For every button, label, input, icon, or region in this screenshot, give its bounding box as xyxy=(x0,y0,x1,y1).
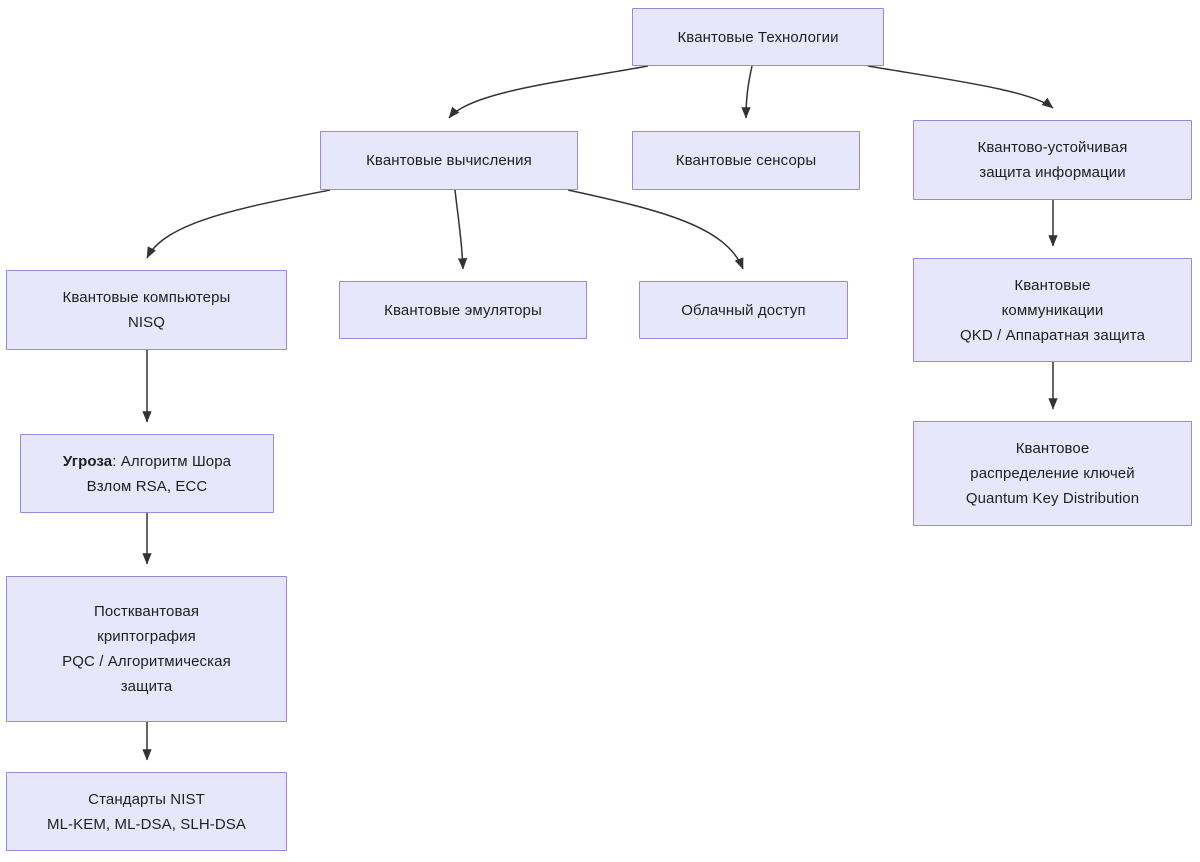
edge-root-to-computing xyxy=(448,65,649,119)
node-post-quantum-cryptography[interactable]: Постквантовая криптография PQC / Алгорит… xyxy=(6,576,287,722)
node-label: Квантовые коммуникации QKD / Аппаратная … xyxy=(959,276,1146,344)
node-quantum-key-distribution[interactable]: Квантовое распределение ключей Quantum K… xyxy=(913,421,1192,526)
node-label: Квантовые вычисления xyxy=(366,152,532,169)
node-label: Постквантовая криптография PQC / Алгорит… xyxy=(62,603,231,695)
node-label: Квантовые эмуляторы xyxy=(384,301,542,319)
node-label: Квантово-устойчивая защита информации xyxy=(977,139,1128,181)
node-label: Квантовые Технологии xyxy=(677,28,839,46)
node-quantum-resistant-protection[interactable]: Квантово-устойчивая защита информации xyxy=(913,120,1192,200)
node-label: Квантовое распределение ключей Quantum K… xyxy=(965,440,1140,507)
node-quantum-computers-nisq[interactable]: Квантовые компьютеры NISQ xyxy=(6,270,287,350)
node-quantum-communications[interactable]: Квантовые коммуникации QKD / Аппаратная … xyxy=(913,258,1192,362)
edge-computing-to-emulators xyxy=(454,189,468,270)
node-quantum-sensors[interactable]: Квантовые сенсоры xyxy=(632,131,860,190)
edge-computing-to-cloud xyxy=(567,189,744,270)
node-cloud-access[interactable]: Облачный доступ xyxy=(639,281,848,339)
node-quantum-emulators[interactable]: Квантовые эмуляторы xyxy=(339,281,587,339)
node-quantum-computing[interactable]: Квантовые вычисления xyxy=(320,131,578,190)
node-label: Квантовые сенсоры xyxy=(675,152,817,169)
node-label: Облачный доступ xyxy=(681,301,806,319)
node-quantum-technologies[interactable]: Квантовые Технологии xyxy=(632,8,884,66)
node-label: Стандарты NIST ML-KEM, ML-DSA, SLH-DSA xyxy=(47,790,246,833)
node-nist-standards[interactable]: Стандарты NIST ML-KEM, ML-DSA, SLH-DSA xyxy=(6,772,287,851)
edge-root-to-resistant xyxy=(867,65,1054,109)
edge-computing-to-nisq xyxy=(146,189,331,259)
node-label: Квантовые компьютеры NISQ xyxy=(62,289,231,331)
edge-root-to-sensors xyxy=(741,65,753,119)
